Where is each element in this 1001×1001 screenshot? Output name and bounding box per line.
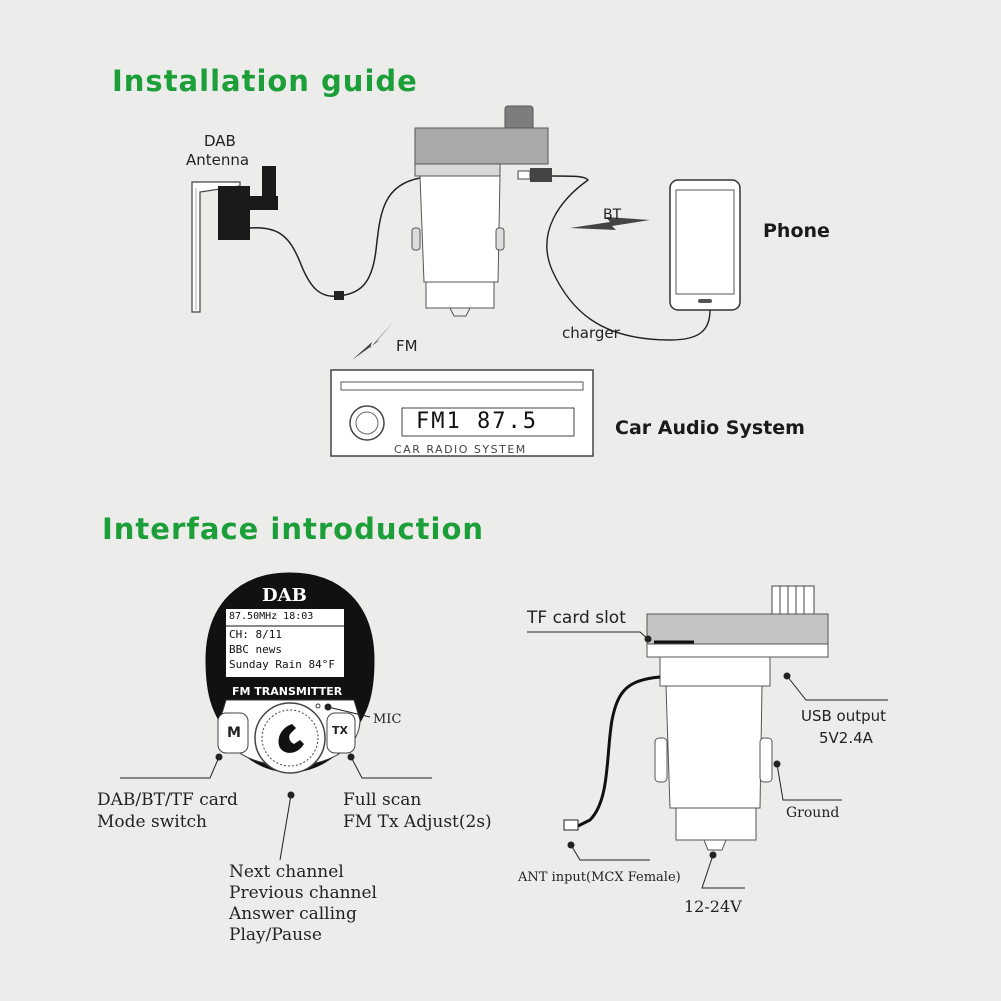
dab-label: DAB xyxy=(204,132,236,150)
voltage-label: 12-24V xyxy=(684,897,742,916)
bt-signal-icon xyxy=(570,217,650,230)
interface-title: Interface introduction xyxy=(102,512,485,546)
installation-title: Installation guide xyxy=(112,64,418,98)
radio-display-text: FM1 87.5 xyxy=(416,409,538,434)
mode-switch-line1: DAB/BT/TF card xyxy=(97,790,238,810)
car-audio-system-label: Car Audio System xyxy=(615,417,805,439)
button-m: M xyxy=(227,725,241,741)
dab-antenna-illustration xyxy=(191,166,278,313)
fm-signal-icon xyxy=(352,320,395,360)
ant-cable xyxy=(577,675,661,828)
front-callout-lines xyxy=(120,703,432,861)
mode-switch-line2: Mode switch xyxy=(97,812,208,832)
center-button-line2: Previous channel xyxy=(229,883,377,903)
side-callout-lines xyxy=(527,631,888,889)
mic-label: MIC xyxy=(373,712,402,727)
center-button-line1: Next channel xyxy=(229,862,344,882)
phone-illustration xyxy=(669,179,741,311)
fm-label: FM xyxy=(396,337,418,355)
device-footer: FM TRANSMITTER xyxy=(232,685,343,698)
transmitter-front-face xyxy=(205,572,375,774)
car-radio-illustration xyxy=(330,369,594,457)
center-button-line4: Play/Pause xyxy=(229,925,322,945)
phone-label: Phone xyxy=(763,220,830,242)
full-scan-line1: Full scan xyxy=(343,790,422,810)
mcx-connector xyxy=(563,819,579,831)
cable-ferrite xyxy=(334,291,344,300)
full-scan-line2: FM Tx Adjust(2s) xyxy=(343,812,492,832)
transmitter-device-top xyxy=(411,105,549,317)
charger-label: charger xyxy=(562,324,620,342)
center-button-line3: Answer calling xyxy=(229,904,357,924)
usb-output-spec: 5V2.4A xyxy=(819,729,873,747)
ground-label: Ground xyxy=(786,805,840,821)
screen-line-weather: Sunday Rain 84°F xyxy=(229,658,335,671)
screen-line-channel: CH: 8/11 xyxy=(229,628,282,641)
screen-line-station: BBC news xyxy=(229,643,282,656)
tf-card-slot-label: TF card slot xyxy=(527,608,626,628)
screen-line-frequency: 87.50MHz 18:03 xyxy=(229,611,314,622)
ant-input-label: ANT input(MCX Female) xyxy=(518,870,681,885)
device-brand: DAB xyxy=(262,585,307,606)
usb-output-label: USB output xyxy=(801,707,887,725)
transmitter-side-view xyxy=(646,585,829,851)
usb-charger-cable xyxy=(517,168,711,341)
radio-label: CAR RADIO SYSTEM xyxy=(394,443,527,456)
antenna-label: Antenna xyxy=(186,151,250,169)
button-tx: TX xyxy=(332,724,348,737)
bt-label: BT xyxy=(603,207,622,223)
